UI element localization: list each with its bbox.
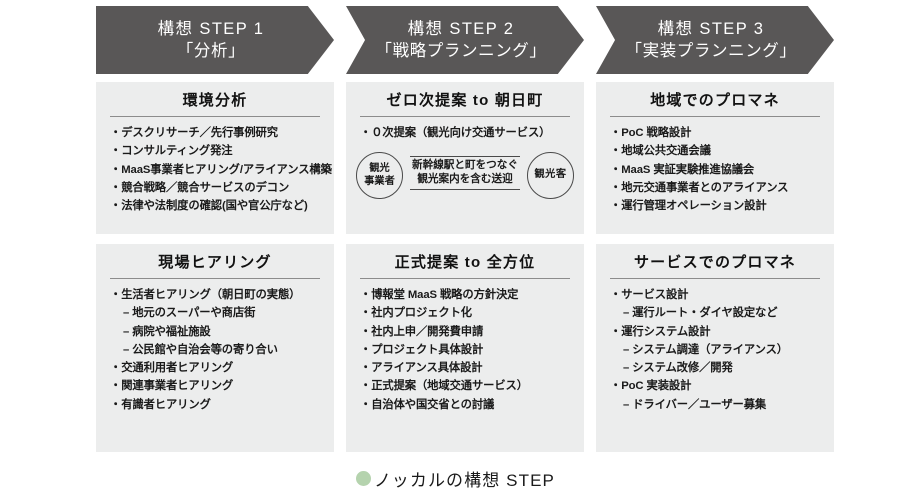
flow-node-label-line2: 事業者	[364, 175, 395, 187]
figure-caption-text: ノッカルの構想 STEP	[374, 471, 555, 490]
list-item: – 地元のスーパーや商店街	[123, 307, 256, 320]
list-item: ・生活者ヒアリング（朝日町の実態）	[110, 289, 301, 301]
list-item: ・関連事業者ヒアリング	[110, 380, 234, 393]
step-header-1-line1: 構想 STEP 1	[157, 19, 265, 38]
list-item: ・運行管理オペレーション設計	[610, 200, 767, 213]
list-item: ・正式提案（地域交通サービス）	[360, 380, 528, 393]
list-item: ・０次提案（観光向け交通サービス）	[360, 127, 551, 139]
card-environment-analysis: 環境分析 ・デスクリサーチ／先行事例研究 ・コンサルティング発注 ・MaaS事業…	[96, 82, 334, 234]
flow-connector-label: 新幹線駅と町をつなぐ 観光案内を含む送迎	[410, 156, 520, 190]
bullet-dot-icon	[356, 471, 371, 486]
list-item: ・自治体や国交省との討議	[360, 398, 495, 411]
card-bullet-list: ・０次提案（観光向け交通サービス）	[354, 124, 576, 142]
service-flow-diagram: 観光 事業者 新幹線駅と町をつなぐ 観光案内を含む送迎 観光客	[354, 148, 576, 204]
card-divider	[360, 116, 570, 117]
step-header-2-line1: 構想 STEP 2	[407, 19, 515, 38]
list-item: ・博報堂 MaaS 戦略の方針決定	[360, 289, 519, 301]
card-bullet-list: ・博報堂 MaaS 戦略の方針決定 ・社内プロジェクト化 ・社内上申／開発費申請…	[354, 286, 576, 414]
card-title: ゼロ次提案 to 朝日町	[386, 92, 544, 109]
list-item: ・アライアンス具体設計	[360, 362, 483, 375]
card-title: 地域でのプロマネ	[650, 92, 780, 109]
list-item: – 運行ルート・ダイヤ設定など	[623, 307, 778, 320]
list-item: ・社内上申／開発費申請	[360, 325, 484, 338]
card-title: サービスでのプロマネ	[633, 254, 796, 271]
step-header-1-line2: 「分析」	[176, 42, 246, 60]
card-zero-proposal: ゼロ次提案 to 朝日町 ・０次提案（観光向け交通サービス） 観光 事業者 新幹…	[346, 82, 584, 234]
flow-node-tourist: 観光客	[527, 152, 574, 200]
card-title: 正式提案 to 全方位	[394, 254, 536, 271]
card-title: 環境分析	[182, 92, 248, 109]
card-divider	[610, 116, 820, 117]
card-formal-proposal: 正式提案 to 全方位 ・博報堂 MaaS 戦略の方針決定 ・社内プロジェクト化…	[346, 244, 584, 452]
list-item: – 公民館や自治会等の寄り合い	[123, 343, 278, 356]
list-item: ・地域公共交通会議	[610, 145, 711, 158]
list-item: ・社内プロジェクト化	[360, 307, 472, 320]
list-item: ・プロジェクト具体設計	[360, 343, 484, 356]
step-column-2: 構想 STEP 2 「戦略プランニング」 ゼロ次提案 to 朝日町 ・０次提案（…	[346, 6, 584, 452]
card-bullet-list: ・PoC 戦略設計 ・地域公共交通会議 ・MaaS 実証実験推進協議会 ・地元交…	[604, 124, 826, 215]
step-diagram: 構想 STEP 1 「分析」 環境分析 ・デスクリサーチ／先行事例研究 ・コンサ…	[96, 6, 838, 452]
step-column-1: 構想 STEP 1 「分析」 環境分析 ・デスクリサーチ／先行事例研究 ・コンサ…	[96, 6, 334, 452]
step-header-3-line1: 構想 STEP 3	[657, 19, 765, 38]
list-item: ・MaaS 実証実験推進協議会	[610, 163, 755, 176]
step-header-3-line2: 「実装プランニング」	[625, 42, 797, 60]
list-item: ・サービス設計	[610, 289, 689, 301]
card-bullet-list: ・デスクリサーチ／先行事例研究 ・コンサルティング発注 ・MaaS事業者ヒアリン…	[104, 124, 332, 215]
card-divider	[610, 278, 820, 279]
step-column-3: 構想 STEP 3 「実装プランニング」 地域でのプロマネ ・PoC 戦略設計 …	[596, 6, 834, 452]
step-header-1: 構想 STEP 1 「分析」	[96, 6, 334, 74]
list-item: – システム調達（アライアンス）	[623, 343, 788, 356]
flow-node-label-line1: 観光客	[534, 169, 567, 181]
card-regional-promanagement: 地域でのプロマネ ・PoC 戦略設計 ・地域公共交通会議 ・MaaS 実証実験推…	[596, 82, 834, 234]
flow-node-tourism-operator: 観光 事業者	[356, 152, 403, 200]
card-divider	[110, 116, 320, 117]
list-item: – システム改修／開発	[623, 362, 733, 375]
list-item: – ドライバー／ユーザー募集	[623, 398, 767, 411]
card-bullet-list: ・サービス設計 – 運行ルート・ダイヤ設定など ・運行システム設計 – システム…	[604, 286, 826, 414]
list-item: ・MaaS事業者ヒアリング/アライアンス構築	[110, 163, 332, 176]
list-item: ・デスクリサーチ／先行事例研究	[110, 127, 278, 139]
step-header-3: 構想 STEP 3 「実装プランニング」	[596, 6, 834, 74]
flow-connector-line1: 新幹線駅と町をつなぐ	[412, 159, 518, 172]
list-item: – 病院や福祉施設	[123, 325, 211, 338]
step-header-2-line2: 「戦略プランニング」	[375, 42, 547, 60]
card-divider	[360, 278, 570, 279]
flow-node-label-line1: 観光	[369, 163, 390, 175]
list-item: ・PoC 戦略設計	[610, 127, 692, 139]
list-item: ・法律や法制度の確認(国や官公庁など)	[110, 200, 308, 213]
card-title: 現場ヒアリング	[158, 254, 272, 271]
list-item: ・コンサルティング発注	[110, 145, 233, 158]
list-item: ・競合戦略／競合サービスのデコン	[110, 181, 290, 194]
list-item: ・有識者ヒアリング	[110, 398, 211, 411]
list-item: ・地元交通事業者とのアライアンス	[610, 181, 789, 194]
list-item: ・運行システム設計	[610, 325, 711, 338]
card-service-promanagement: サービスでのプロマネ ・サービス設計 – 運行ルート・ダイヤ設定など ・運行シス…	[596, 244, 834, 452]
step-header-2: 構想 STEP 2 「戦略プランニング」	[346, 6, 584, 74]
card-divider	[110, 278, 320, 279]
flow-connector-line2: 観光案内を含む送迎	[417, 173, 513, 186]
figure-caption: ノッカルの構想 STEP	[0, 466, 911, 491]
card-field-hearing: 現場ヒアリング ・生活者ヒアリング（朝日町の実態） – 地元のスーパーや商店街 …	[96, 244, 334, 452]
list-item: ・交通利用者ヒアリング	[110, 362, 234, 375]
card-bullet-list: ・生活者ヒアリング（朝日町の実態） – 地元のスーパーや商店街 – 病院や福祉施…	[104, 286, 326, 414]
list-item: ・PoC 実装設計	[610, 380, 692, 393]
